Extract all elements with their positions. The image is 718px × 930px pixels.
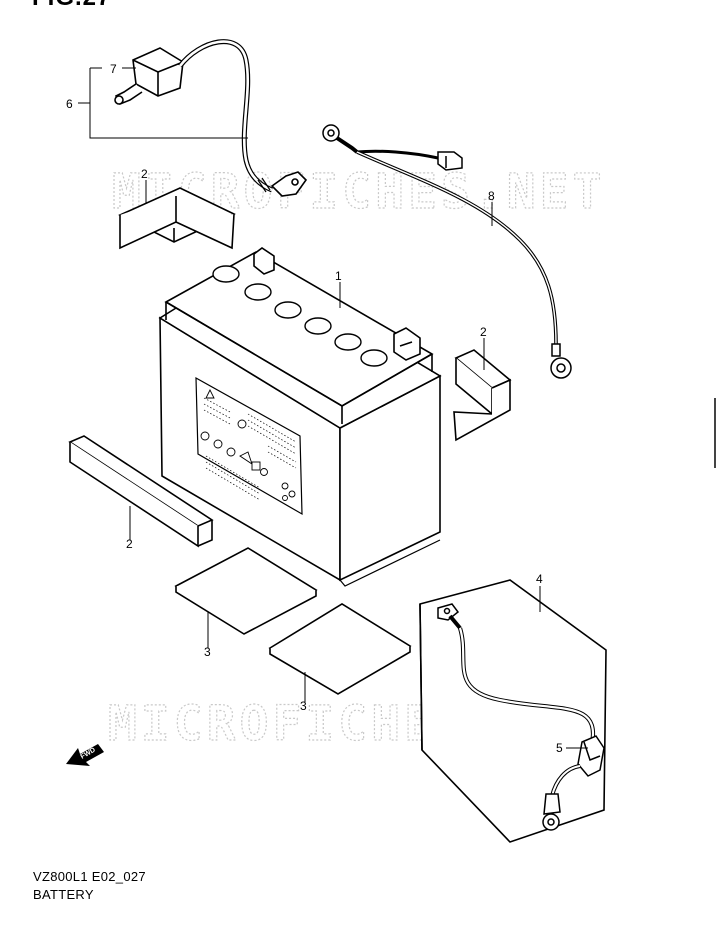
pad-right xyxy=(268,603,412,695)
spacer-top-left xyxy=(118,187,236,250)
pad-left xyxy=(174,547,318,635)
page-edge-mark xyxy=(714,398,716,468)
negative-lead-wire xyxy=(322,124,572,379)
figure-title: FIG.27 xyxy=(32,0,111,12)
forward-arrow-icon: FWD xyxy=(66,744,104,766)
callout-5: 5 xyxy=(556,741,563,755)
callout-8: 8 xyxy=(488,189,495,203)
callout-2-top: 2 xyxy=(141,167,148,181)
callout-2-bottom: 2 xyxy=(126,537,133,551)
cover-lead xyxy=(437,603,605,831)
callout-2-right: 2 xyxy=(480,325,487,339)
spacer-right xyxy=(453,349,512,442)
section-title: BATTERY xyxy=(33,887,94,902)
callout-7: 7 xyxy=(110,62,117,76)
callout-1: 1 xyxy=(335,269,342,283)
callout-4: 4 xyxy=(536,572,543,586)
model-code: VZ800L1 E02_027 xyxy=(33,869,146,884)
battery-body xyxy=(158,247,442,587)
callout-3-left: 3 xyxy=(204,645,211,659)
callout-3-right: 3 xyxy=(300,699,307,713)
spacer-bottom-strip xyxy=(68,435,214,548)
leader-lines xyxy=(78,67,588,749)
battery-lead-with-cap xyxy=(114,39,308,197)
callout-6: 6 xyxy=(66,97,73,111)
